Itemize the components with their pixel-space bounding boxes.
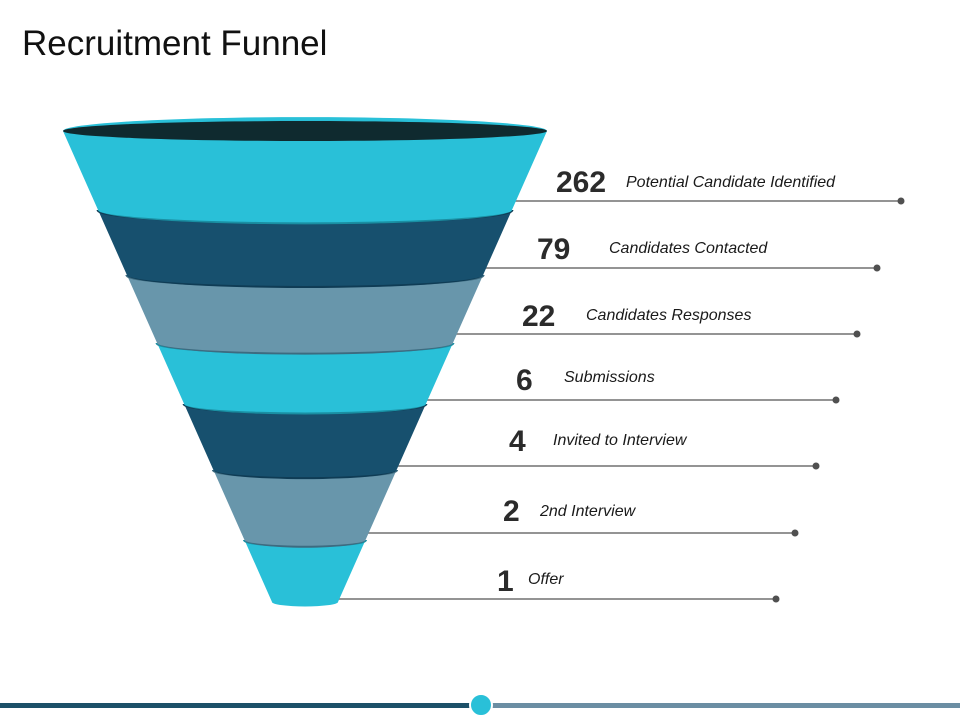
stage-value: 4 <box>509 425 526 458</box>
stage-value: 22 <box>522 300 555 333</box>
funnel-band <box>211 462 399 548</box>
stage-label: Candidates Responses <box>586 307 751 324</box>
stage-value: 6 <box>516 364 533 397</box>
leader-dot <box>853 330 861 338</box>
leader-dot <box>812 462 820 470</box>
leader-lines <box>335 197 905 603</box>
stage-label: Potential Candidate Identified <box>626 174 836 191</box>
stage-label: Candidates Contacted <box>609 240 768 257</box>
leader-dot <box>873 264 881 272</box>
leader-dot <box>791 529 799 537</box>
stage-value: 2 <box>503 495 520 528</box>
bottom-progress-bar <box>0 693 960 717</box>
stage-label: 2nd Interview <box>539 503 637 520</box>
funnel-band <box>63 117 547 225</box>
page-title: Recruitment Funnel <box>22 24 328 63</box>
funnel-bands <box>63 117 547 607</box>
leader-dot <box>772 595 780 603</box>
bottom-bar-right <box>484 703 960 708</box>
stage-label: Submissions <box>564 369 655 386</box>
bottom-bar-knob <box>469 693 493 717</box>
bottom-bar-left <box>0 703 478 708</box>
leader-dot <box>832 396 840 404</box>
stage-value: 79 <box>537 233 570 266</box>
leader-dot <box>897 197 905 205</box>
stage-value: 1 <box>497 565 514 598</box>
stage-label: Invited to Interview <box>553 432 688 449</box>
stage-value: 262 <box>556 166 606 199</box>
funnel-top-rim <box>63 121 547 141</box>
stage-label: Offer <box>528 571 564 588</box>
